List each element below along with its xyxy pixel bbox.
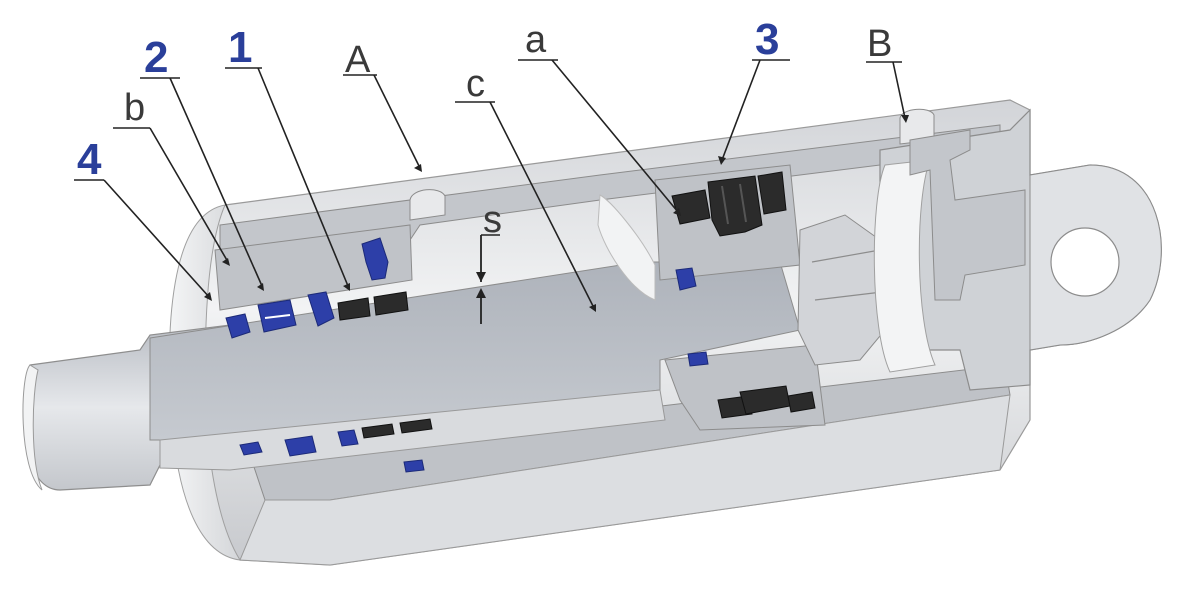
- static-seal-upper: [361, 237, 389, 281]
- label-2: 2: [144, 33, 168, 82]
- piston-wear-ring-left: [671, 189, 711, 225]
- rear-end-cap: [873, 108, 1162, 391]
- piston-seal-3: [707, 175, 763, 237]
- piston-static-seal: [675, 267, 697, 291]
- label-4: 4: [77, 135, 102, 184]
- label-3: 3: [755, 15, 779, 64]
- label-s: s: [483, 199, 502, 241]
- piston-nut: [797, 214, 886, 366]
- label-B: B: [867, 23, 892, 65]
- rod-seals-lower: [239, 418, 433, 473]
- guide-ring-1b: [373, 291, 409, 316]
- buffer-seal-2: [307, 291, 335, 327]
- label-1: 1: [228, 23, 252, 72]
- label-c: c: [466, 63, 485, 105]
- wiper-seal-4: [225, 313, 251, 339]
- label-A: A: [345, 39, 371, 81]
- gap-dimension-s: [476, 234, 500, 324]
- rod-seals-upper: [225, 237, 409, 339]
- piston-seals: [671, 171, 816, 419]
- guide-ring-1a: [337, 297, 371, 321]
- piston-wear-ring-right: [757, 171, 787, 215]
- leader-lines: [74, 59, 909, 312]
- label-a: a: [525, 19, 547, 61]
- label-b: b: [124, 87, 145, 129]
- callout-labels: 4 b 2 1 A c a 3 B s: [77, 15, 892, 241]
